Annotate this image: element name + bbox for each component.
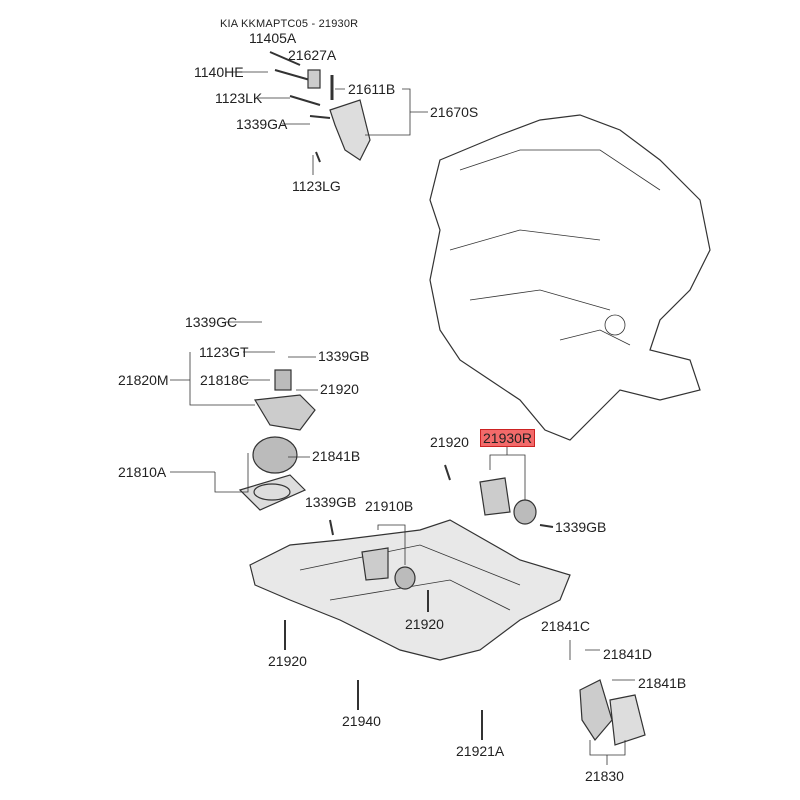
part-label-21830[interactable]: 21830 xyxy=(585,768,624,784)
roll-mount-21830 xyxy=(579,679,613,742)
part-label-21930R-highlighted[interactable]: 21930R xyxy=(480,429,536,447)
bracket-21670S xyxy=(329,99,371,161)
part-label-21810A[interactable]: 21810A xyxy=(118,464,167,480)
part-label-21920[interactable]: 21920 xyxy=(320,381,359,397)
part-label-21920[interactable]: 21920 xyxy=(430,434,469,450)
part-label-1339GB[interactable]: 1339GB xyxy=(318,348,370,364)
diagram-title: KIA KKMAPTC05 - 21930R xyxy=(220,18,359,30)
part-label-21921A[interactable]: 21921A xyxy=(456,743,505,759)
part-label-1339GB[interactable]: 1339GB xyxy=(305,494,357,510)
bushing-21930R xyxy=(479,477,511,516)
subframe-21940 xyxy=(249,519,571,661)
mount-bracket-21820M xyxy=(254,394,316,431)
part-label-1339GA[interactable]: 1339GA xyxy=(236,116,288,132)
part-label-21841B[interactable]: 21841B xyxy=(638,675,687,691)
part-label-21670S[interactable]: 21670S xyxy=(430,104,479,120)
part-label-1140HE[interactable]: 1140HE xyxy=(194,64,244,80)
part-label-21841D[interactable]: 21841D xyxy=(603,646,653,662)
part-label-21940[interactable]: 21940 xyxy=(342,713,381,729)
part-label-21920[interactable]: 21920 xyxy=(268,653,307,669)
part-label-1123GT[interactable]: 1123GT xyxy=(199,344,249,360)
part-label-21611B[interactable]: 21611B xyxy=(348,81,396,97)
bushing-21910B xyxy=(361,547,389,581)
part-label-21818C[interactable]: 21818C xyxy=(200,372,250,388)
part-label-1339GC[interactable]: 1339GC xyxy=(185,314,238,330)
part-label-1123LK[interactable]: 1123LK xyxy=(215,90,263,106)
part-label-21920[interactable]: 21920 xyxy=(405,616,444,632)
engine-mount-21810A xyxy=(252,436,298,474)
part-label-1123LG[interactable]: 1123LG xyxy=(292,178,341,194)
part-label-1339GB[interactable]: 1339GB xyxy=(555,519,607,535)
part-label-21841B[interactable]: 21841B xyxy=(312,448,361,464)
part-label-21841C[interactable]: 21841C xyxy=(541,618,591,634)
part-label-21627A[interactable]: 21627A xyxy=(288,47,337,63)
engine-block-outline xyxy=(429,114,711,441)
part-label-21820M[interactable]: 21820M xyxy=(118,372,169,388)
part-label-11405A[interactable]: 11405A xyxy=(249,30,297,46)
part-label-21910B[interactable]: 21910B xyxy=(365,498,414,514)
